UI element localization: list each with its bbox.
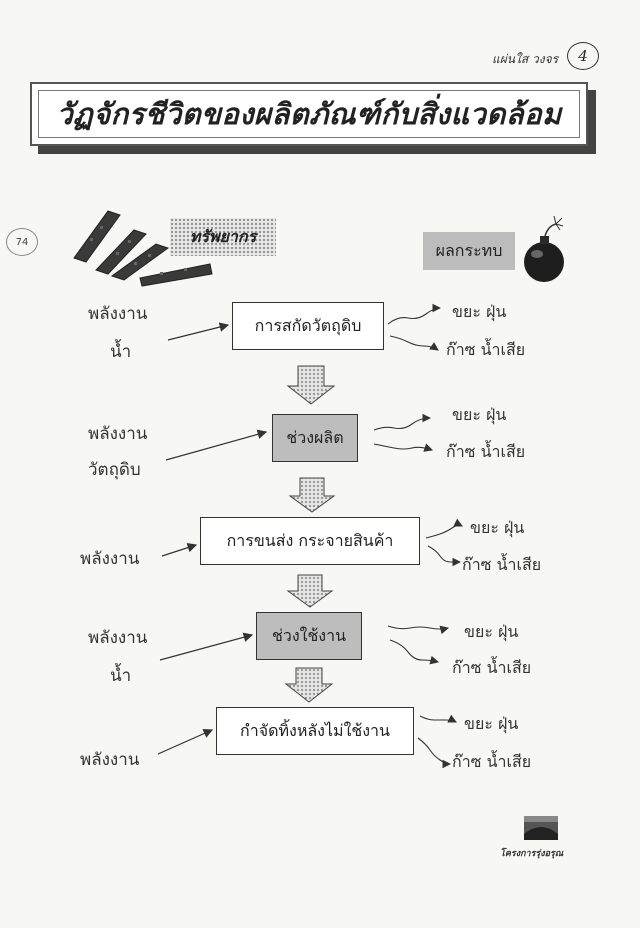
stage-1-output-arrow-2 xyxy=(389,335,439,351)
resources-label: ทรัพยากร xyxy=(170,218,276,256)
title-inner-frame: วัฏจักรชีวิตของผลิตภัณฑ์กับสิ่งแวดล้อม xyxy=(38,90,580,138)
stage-5-input-arrow xyxy=(157,729,214,755)
side-page-number: 74 xyxy=(6,228,38,256)
stage-2-input-2: วัตถุดิบ xyxy=(88,460,141,480)
stage-3-output-2: ก๊าซ น้ำเสีย xyxy=(462,555,542,574)
stage-use-box: ช่วงใช้งาน xyxy=(256,612,362,660)
stage-4-output-2: ก๊าซ น้ำเสีย xyxy=(452,658,532,677)
page-title: วัฏจักรชีวิตของผลิตภัณฑ์กับสิ่งแวดล้อม xyxy=(56,97,562,131)
stage-1-input-2: น้ำ xyxy=(110,342,132,362)
stage-2-input-1: พลังงาน xyxy=(88,424,148,444)
stage-2-input-arrow xyxy=(165,429,268,461)
stage-distribution-box: การขนส่ง กระจายสินค้า xyxy=(200,517,420,565)
stage-3-output-arrow-1 xyxy=(425,518,463,539)
stage-2-output-arrow-1 xyxy=(373,413,432,431)
stage-3-input-1: พลังงาน xyxy=(80,549,140,569)
stage-production-box: ช่วงผลิต xyxy=(272,414,358,462)
stage-5-output-2: ก๊าซ น้ำเสีย xyxy=(452,752,532,771)
stage-4-input-arrow xyxy=(159,632,254,661)
impacts-label: ผลกระทบ xyxy=(423,232,515,270)
stage-3-output-1: ขยะ ฝุ่น xyxy=(470,518,525,537)
down-arrow-4 xyxy=(284,667,334,703)
stage-1-output-2: ก๊าซ น้ำเสีย xyxy=(446,340,526,359)
stage-1-output-arrow-1 xyxy=(387,303,442,325)
stage-5-output-arrow-1 xyxy=(419,714,457,723)
stage-disposal-box: กำจัดทิ้งหลังไม่ใช้งาน xyxy=(216,707,414,755)
stage-1-input-1: พลังงาน xyxy=(88,304,148,324)
stage-5-output-1: ขยะ ฝุ่น xyxy=(464,714,519,733)
stage-4-output-arrow-2 xyxy=(389,639,440,665)
stage-3-input-arrow xyxy=(161,543,198,557)
stage-4-output-1: ขยะ ฝุ่น xyxy=(464,622,519,641)
title-box: วัฏจักรชีวิตของผลิตภัณฑ์กับสิ่งแวดล้อม xyxy=(30,82,588,146)
down-arrow-1 xyxy=(286,365,336,405)
stage-5-output-arrow-2 xyxy=(417,737,452,769)
stage-3-output-arrow-2 xyxy=(427,545,462,567)
page-number-badge: 4 xyxy=(567,42,599,70)
down-arrow-2 xyxy=(288,477,336,513)
stage-1-output-1: ขยะ ฝุ่น xyxy=(452,302,507,321)
stage-2-output-1: ขยะ ฝุ่น xyxy=(452,405,507,424)
stage-4-input-2: น้ำ xyxy=(110,666,132,686)
stage-2-output-arrow-2 xyxy=(373,443,434,452)
stage-4-input-1: พลังงาน xyxy=(88,628,148,648)
stage-2-output-2: ก๊าซ น้ำเสีย xyxy=(446,442,526,461)
down-arrow-3 xyxy=(286,574,334,608)
stage-5-input-1: พลังงาน xyxy=(80,750,140,770)
stage-4-output-arrow-1 xyxy=(387,625,450,635)
stage-1-input-arrow xyxy=(167,322,230,341)
stage-extraction-box: การสกัดวัตถุดิบ xyxy=(232,302,384,350)
logo-text: โครงการรุ่งอรุณ xyxy=(500,849,564,859)
header-label: แผ่นใส วงจร xyxy=(492,52,559,66)
